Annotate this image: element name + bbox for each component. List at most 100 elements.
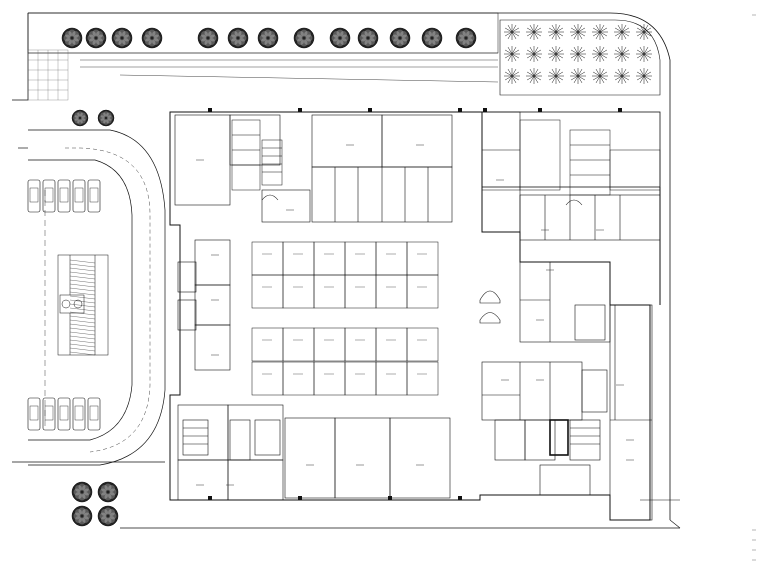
hatch-line [69, 311, 96, 316]
palm-symbol [504, 24, 520, 40]
column-marker [298, 108, 302, 112]
tree-symbol [141, 27, 163, 49]
hatch-line [69, 343, 96, 348]
hatch-line [69, 259, 96, 264]
east-annex [609, 304, 681, 529]
palm-symbol [526, 46, 542, 62]
stair-core-northwest [231, 119, 283, 191]
margin-ticks [752, 14, 756, 561]
hatch-line [69, 303, 96, 308]
tree-symbol [61, 27, 83, 49]
hatch-line [69, 271, 96, 276]
hatch-line [69, 319, 96, 324]
column-marker [388, 496, 392, 500]
hatch-line [69, 339, 96, 344]
tree-symbol [97, 505, 119, 527]
vehicle-ramp [57, 254, 109, 356]
car-symbol [27, 397, 41, 431]
column-marker [618, 108, 622, 112]
tree-symbol [97, 481, 119, 503]
palm-symbol [570, 24, 586, 40]
palm-symbol [592, 46, 608, 62]
hatch-line [69, 351, 96, 356]
hatch-line [69, 327, 96, 332]
hatch-line [69, 299, 96, 304]
paved-grid-area [27, 49, 69, 101]
tree-symbol [257, 27, 279, 49]
top-planting-strip [27, 12, 499, 83]
palm-symbol [614, 46, 630, 62]
hatch-line [69, 323, 96, 328]
tree-symbol [357, 27, 379, 49]
car-symbol [42, 397, 56, 431]
palm-symbol [548, 46, 564, 62]
hatch-line [69, 267, 96, 272]
column-marker [368, 108, 372, 112]
hatch-line [69, 307, 96, 312]
column-marker [208, 108, 212, 112]
column-marker [208, 496, 212, 500]
palm-symbol [636, 24, 652, 40]
palm-symbol [570, 68, 586, 84]
palm-symbol [526, 24, 542, 40]
parked-cars [27, 179, 101, 431]
palm-symbol [570, 46, 586, 62]
hatch-line [69, 315, 96, 320]
car-symbol [87, 397, 101, 431]
tree-symbol [85, 27, 107, 49]
ramp-hatching [69, 259, 96, 356]
tree-symbol [227, 27, 249, 49]
palm-symbol [504, 46, 520, 62]
tree-symbol [71, 505, 93, 527]
palm-symbol [614, 68, 630, 84]
palm-symbol [526, 68, 542, 84]
palm-symbol [636, 46, 652, 62]
hatch-line [69, 331, 96, 336]
car-symbol [87, 179, 101, 213]
west-unit-column [177, 239, 231, 371]
room-tag-marks [196, 144, 634, 486]
entrance-drive [18, 129, 166, 466]
car-symbol [72, 179, 86, 213]
hatch-line [69, 279, 96, 284]
southwest-trees [71, 481, 119, 527]
tree-symbol [421, 27, 443, 49]
tree-symbol [329, 27, 351, 49]
car-symbol [42, 179, 56, 213]
palm-symbol [548, 24, 564, 40]
parking-stall [406, 327, 439, 362]
parking-stall-grid [251, 241, 439, 396]
hatch-line [69, 283, 96, 288]
hatch-line [69, 263, 96, 268]
stair-core-southeast [494, 419, 601, 496]
column-marker [538, 108, 542, 112]
palm-grid [504, 24, 652, 84]
palm-symbol [614, 24, 630, 40]
tree-symbol [293, 27, 315, 49]
hatch-line [69, 295, 96, 300]
landscape-court [499, 19, 661, 96]
palm-symbol [592, 24, 608, 40]
tree-symbol [71, 109, 89, 127]
hatch-line [69, 287, 96, 292]
car-symbol [57, 179, 71, 213]
column-marker [298, 496, 302, 500]
hatch-line [69, 347, 96, 352]
tree-symbol [97, 109, 115, 127]
parking-stall [406, 274, 439, 309]
palm-symbol [592, 68, 608, 84]
car-symbol [72, 397, 86, 431]
hatch-line [69, 291, 96, 296]
column-features [261, 194, 583, 324]
column-marker [458, 496, 462, 500]
structural-columns [208, 108, 622, 500]
parking-stall [406, 361, 439, 396]
top-tree-row [61, 27, 477, 49]
palm-symbol [548, 68, 564, 84]
tree-symbol [455, 27, 477, 49]
palm-symbol [636, 68, 652, 84]
column-marker [483, 108, 487, 112]
east-unit-blocks [481, 111, 661, 421]
tree-symbol [389, 27, 411, 49]
